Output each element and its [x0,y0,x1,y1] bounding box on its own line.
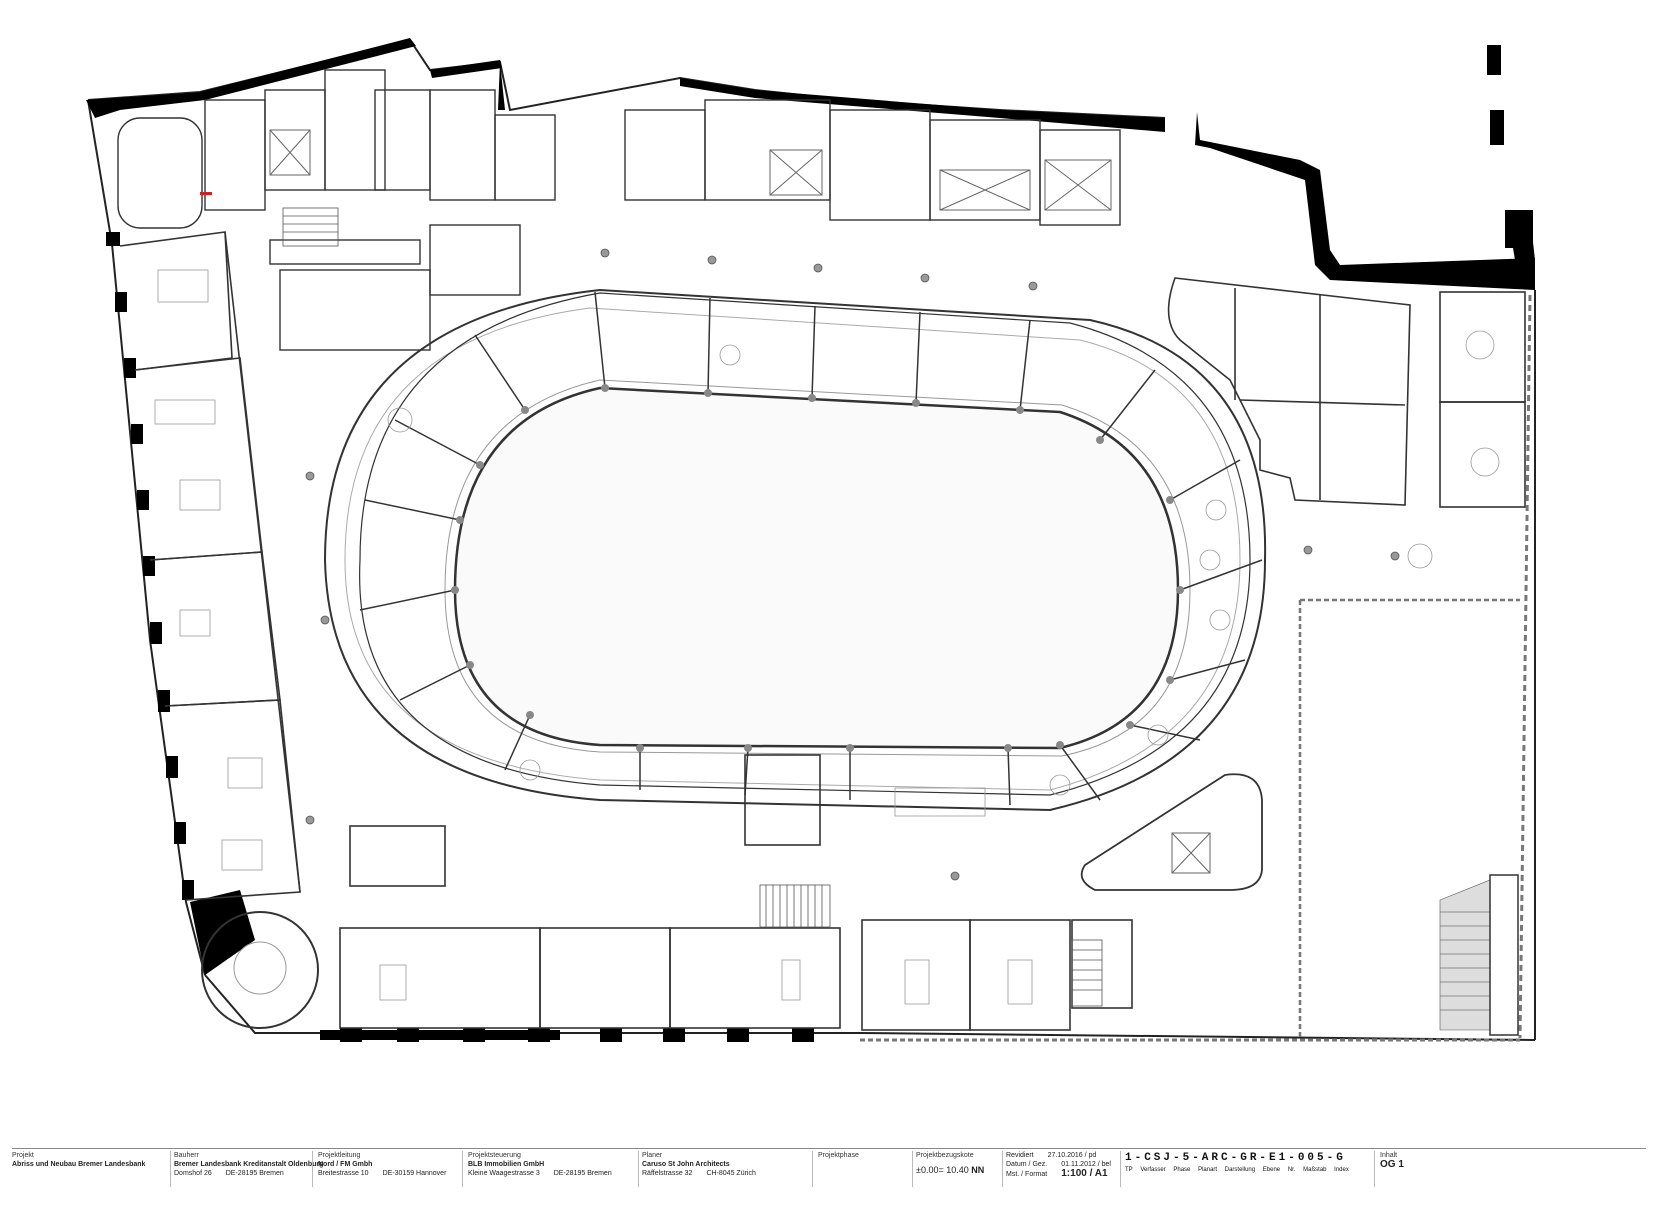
tb-planer: Planer Caruso St John Architects Räffels… [642,1152,756,1177]
furniture [154,269,1500,1005]
north-core [117,69,1121,351]
outer-wall-north [87,38,1166,119]
tb-projektleitung: Projektleitung Nord / FM Gmbh Breitestra… [318,1152,447,1177]
atrium [453,386,1180,750]
tb-projekt: Projekt Abriss und Neubau Bremer Landesb… [12,1152,146,1168]
south-offices [339,754,1133,1031]
plan-code: 1-CSJ-5-ARC-GR-E1-005-G [1125,1152,1346,1164]
title-block: Projekt Abriss und Neubau Bremer Landesb… [12,1148,1646,1189]
ne-block [1167,277,1526,508]
stairs [282,207,1103,1007]
tb-projektsteuerung: Projektsteuerung BLB Immobilien GmbH Kle… [468,1152,612,1177]
south-facade-piers [340,1028,814,1042]
round-room [201,911,319,1029]
ring-columns [451,384,1184,752]
tb-projektphase: Projektphase [818,1152,859,1159]
corridor-columns [305,248,1400,881]
west-facade-piers [106,232,194,900]
east-facade [860,294,1532,1042]
elevators [269,129,1211,874]
fire-door-marker [200,192,212,195]
ring-partitions [359,291,1263,806]
sheet-title: OG 1 [1380,1159,1404,1170]
west-offices [119,231,301,901]
tb-inhalt: Inhalt OG 1 [1380,1152,1404,1170]
tb-projektbezugskote: Projektbezugskote ±0.00= 10.40 NN [916,1152,985,1175]
floor-plan [86,38,1536,1042]
se-lift-core [1080,773,1263,891]
auditorium-seating [1439,874,1519,1036]
tb-bauherr: Bauherr Bremer Landesbank Kreditanstalt … [174,1152,324,1177]
courtyard-ring [323,288,1267,812]
plan-code-labels: TP Verfasser Phase Planart Darstellung E… [1125,1167,1349,1173]
heavy-walls [86,38,1535,1040]
outer-wall-west [87,99,206,976]
